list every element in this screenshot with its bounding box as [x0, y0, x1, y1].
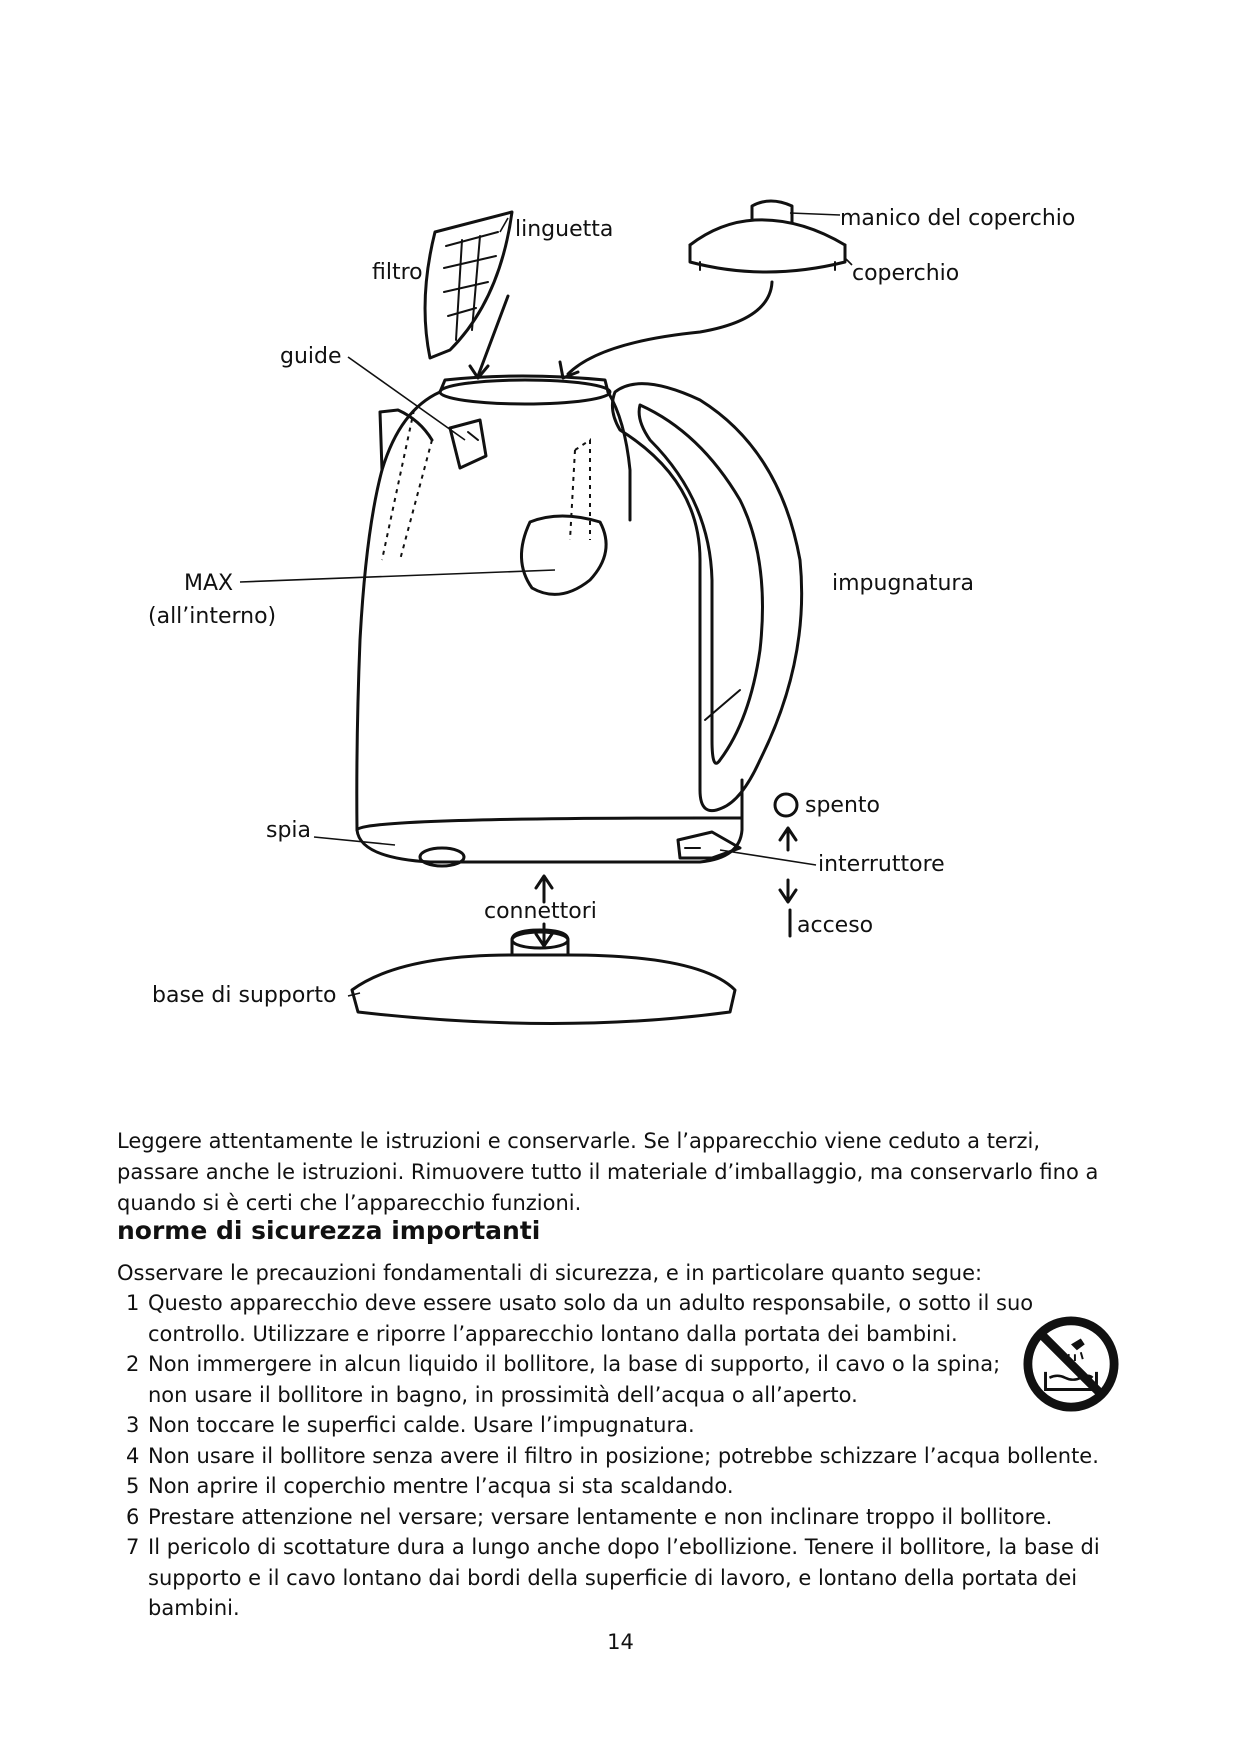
- label-connettori: connettori: [484, 899, 597, 924]
- label-interruttore: interruttore: [818, 852, 945, 877]
- label-spia: spia: [266, 818, 311, 843]
- kettle-diagram: linguetta filtro manico del coperchio co…: [148, 199, 1075, 1025]
- label-base: base di supporto: [152, 983, 336, 1008]
- label-linguetta: linguetta: [515, 217, 613, 242]
- kettle-illustration: [355, 374, 804, 868]
- section-title: norme di sicurezza importanti: [117, 1216, 541, 1245]
- label-guide: guide: [280, 344, 342, 369]
- label-coperchio: coperchio: [852, 261, 959, 286]
- label-max: MAX: [184, 571, 233, 596]
- no-water-immersion-icon: [1023, 1316, 1119, 1412]
- page-number: 14: [607, 1630, 634, 1654]
- label-manico: manico del coperchio: [840, 206, 1075, 231]
- leader-lines: [239, 212, 853, 997]
- section-lead: Osservare le precauzioni fondamentali di…: [117, 1261, 983, 1285]
- base-illustration: [350, 928, 737, 1025]
- label-max-note: (all’interno): [148, 604, 276, 629]
- label-impugnatura: impugnatura: [832, 571, 974, 596]
- label-filtro: filtro: [372, 260, 423, 285]
- lid-illustration: [558, 199, 847, 380]
- intro-paragraph: Leggere attentamente le istruzioni e con…: [117, 1129, 1099, 1215]
- filter-illustration: [423, 210, 514, 380]
- label-acceso: acceso: [797, 913, 873, 938]
- label-spento: spento: [805, 793, 880, 818]
- off-symbol-icon: [773, 792, 799, 818]
